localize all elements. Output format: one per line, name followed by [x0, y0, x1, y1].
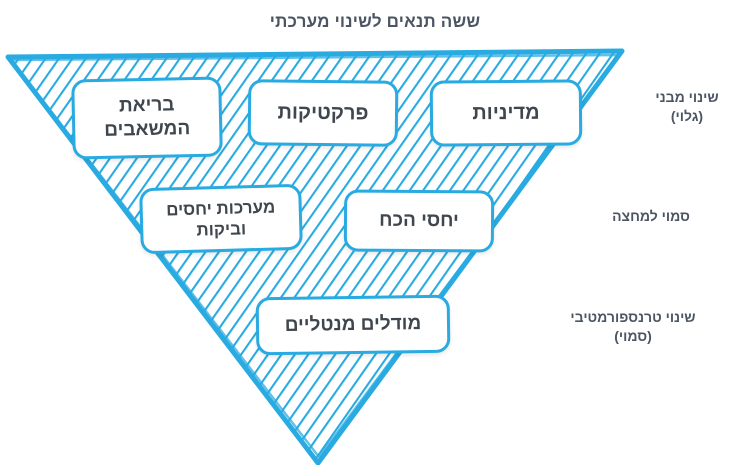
node-mental-models[interactable]: מודלים מנטליים	[255, 294, 451, 356]
node-resources[interactable]: בריאת המשאבים	[71, 76, 223, 160]
node-relationships[interactable]: מערכות יחסים וביקות	[139, 183, 303, 255]
node-power[interactable]: יחסי הכח	[343, 189, 495, 253]
node-power-label: יחסי הכח	[379, 209, 459, 232]
node-practices-label: פרקטיקות	[277, 101, 369, 124]
node-practices[interactable]: פרקטיקות	[247, 79, 399, 147]
node-mental-models-label: מודלים מנטליים	[284, 313, 422, 337]
node-relationships-label: מערכות יחסים וביקות	[165, 197, 276, 240]
node-resources-label: בריאת המשאבים	[104, 94, 191, 141]
node-policies-label: מדיניות	[472, 101, 540, 124]
level-label-transformative: שינוי טרנספורמטיבי (סמוי)	[570, 309, 696, 344]
level-label-structural: שינוי מבני (גלוי)	[655, 89, 719, 124]
node-policies[interactable]: מדיניות	[429, 79, 583, 147]
page-title: ששה תנאים לשינוי מערכתי	[269, 12, 481, 31]
level-label-semi-hidden: סמוי למחצה	[612, 208, 690, 224]
